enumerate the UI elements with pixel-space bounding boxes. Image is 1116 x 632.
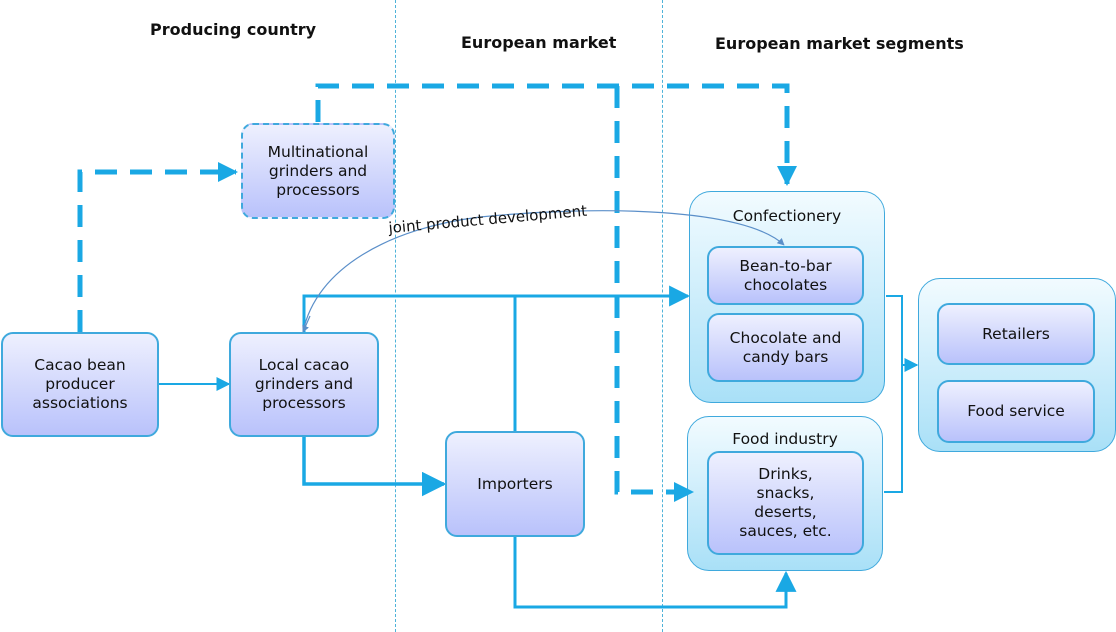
divider-right [662,0,663,632]
joint-development-curve [302,210,785,333]
food-service-label: Food service [967,402,1065,420]
cacao-producer-associations-box: Cacao bean producer associations [1,332,159,437]
chocolate-candy-bars-label: Chocolate and candy bars [729,328,842,366]
flow-segments-bracket [884,295,903,493]
multinational-grinders-box: Multinational grinders and processors [241,123,395,219]
confectionery-title: Confectionery [732,207,842,225]
flow-importers-to-food-industry [513,537,797,609]
cacao-producer-associations-label: Cacao bean producer associations [32,356,128,412]
drinks-snacks-label: Drinks, snacks, deserts, sauces, etc. [739,465,832,540]
importers-label: Importers [477,474,553,493]
food-service-box: Food service [937,380,1095,443]
chocolate-candy-bars-box: Chocolate and candy bars [707,313,864,382]
header-european-market: European market [461,33,617,52]
drinks-snacks-box: Drinks, snacks, deserts, sauces, etc. [707,451,864,555]
divider-left [395,0,396,632]
local-grinders-label: Local cacao grinders and processors [254,356,354,412]
bean-to-bar-label: Bean-to-bar chocolates [739,256,832,294]
importers-box: Importers [445,431,585,537]
flow-local-to-confectionery [302,285,691,332]
food-industry-title: Food industry [732,430,838,448]
dashed-flow-multinational-to-confectionery [315,83,797,186]
header-producing-country: Producing country [150,20,317,39]
joint-development-arrowhead-local [302,315,311,333]
dashed-flow-assoc-to-multinational [77,162,238,332]
flow-local-to-importers [302,436,447,497]
retailers-label: Retailers [982,324,1050,343]
local-grinders-box: Local cacao grinders and processors [229,332,379,437]
joint-development-label: joint product development [387,202,588,237]
header-market-segments: European market segments [715,34,964,53]
multinational-grinders-label: Multinational grinders and processors [267,142,369,199]
bean-to-bar-box: Bean-to-bar chocolates [707,246,864,305]
retailers-box: Retailers [937,303,1095,365]
dashed-flow-to-food-industry [614,86,694,502]
